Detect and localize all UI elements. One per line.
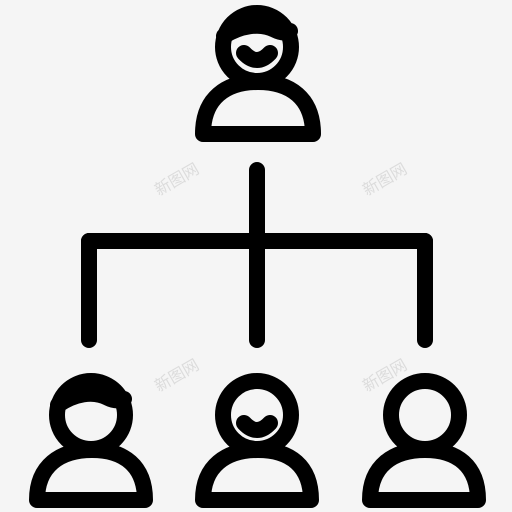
bottom-right-person-head [383, 373, 467, 457]
bottom-middle-person-icon [195, 373, 319, 508]
bottom-middle-person-smile [236, 415, 278, 438]
bottom-right-person-body [362, 442, 486, 508]
hierarchy-connector [81, 162, 433, 348]
bottom-left-person-icon [29, 373, 153, 508]
top-person-body [195, 74, 321, 142]
top-person-icon [195, 5, 321, 142]
bottom-right-person-icon [362, 373, 486, 508]
top-person-hair [216, 17, 298, 44]
bottom-left-person-body [29, 442, 153, 508]
bottom-middle-person-body [195, 442, 319, 508]
top-person-smile [236, 45, 278, 68]
bottom-middle-person-head [215, 373, 299, 457]
bottom-left-person-hair [50, 385, 132, 413]
